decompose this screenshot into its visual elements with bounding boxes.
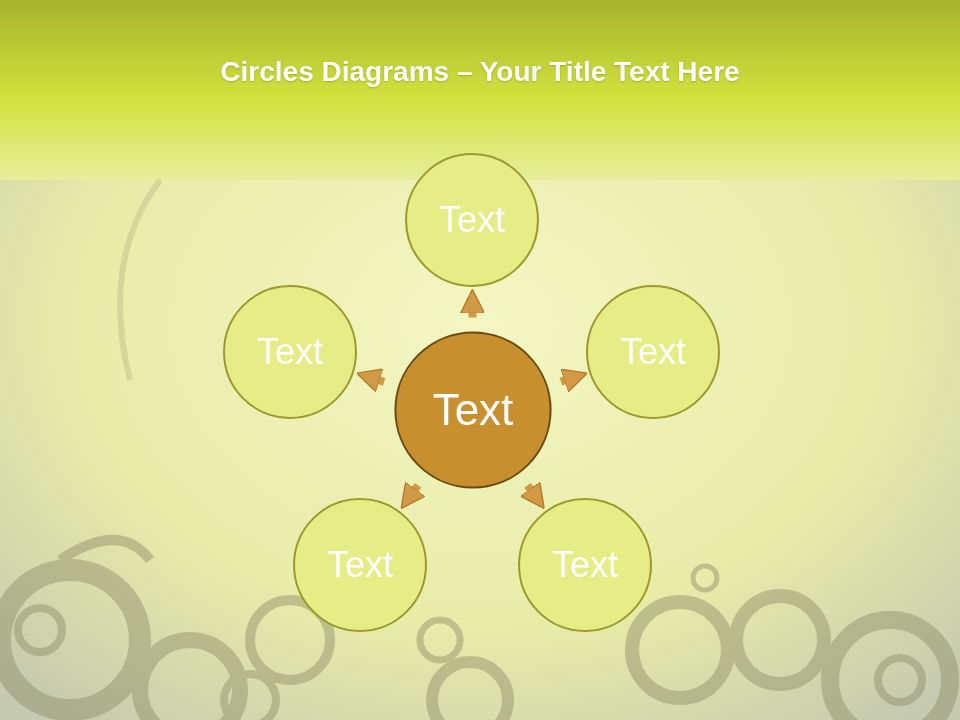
- block-arrow: [561, 379, 569, 382]
- center-circle: Text: [393, 330, 553, 490]
- node-label: Text: [257, 331, 323, 373]
- outer-circle: Text: [585, 284, 721, 420]
- outer-circle: Text: [404, 152, 540, 288]
- node-label: Text: [433, 385, 514, 435]
- block-arrow: [468, 309, 476, 318]
- circle-shape: [294, 499, 426, 631]
- outer-circle: Text: [292, 497, 428, 633]
- node-label: Text: [620, 331, 686, 373]
- outer-circle: Text: [222, 284, 358, 420]
- node-label: Text: [327, 544, 393, 586]
- block-arrow: [413, 485, 419, 493]
- circle-shape: [587, 286, 719, 418]
- node-label: Text: [552, 544, 618, 586]
- circle-shape: [224, 286, 356, 418]
- circle-shape: [519, 499, 651, 631]
- circle-shape: [395, 332, 550, 487]
- outer-circle: Text: [517, 497, 653, 633]
- slide-title: Circles Diagrams – Your Title Text Here: [0, 56, 960, 88]
- block-arrow: [527, 485, 532, 493]
- circle-shape: [406, 154, 538, 286]
- title-band: [0, 0, 960, 180]
- block-arrow: [375, 379, 384, 382]
- node-label: Text: [439, 199, 505, 241]
